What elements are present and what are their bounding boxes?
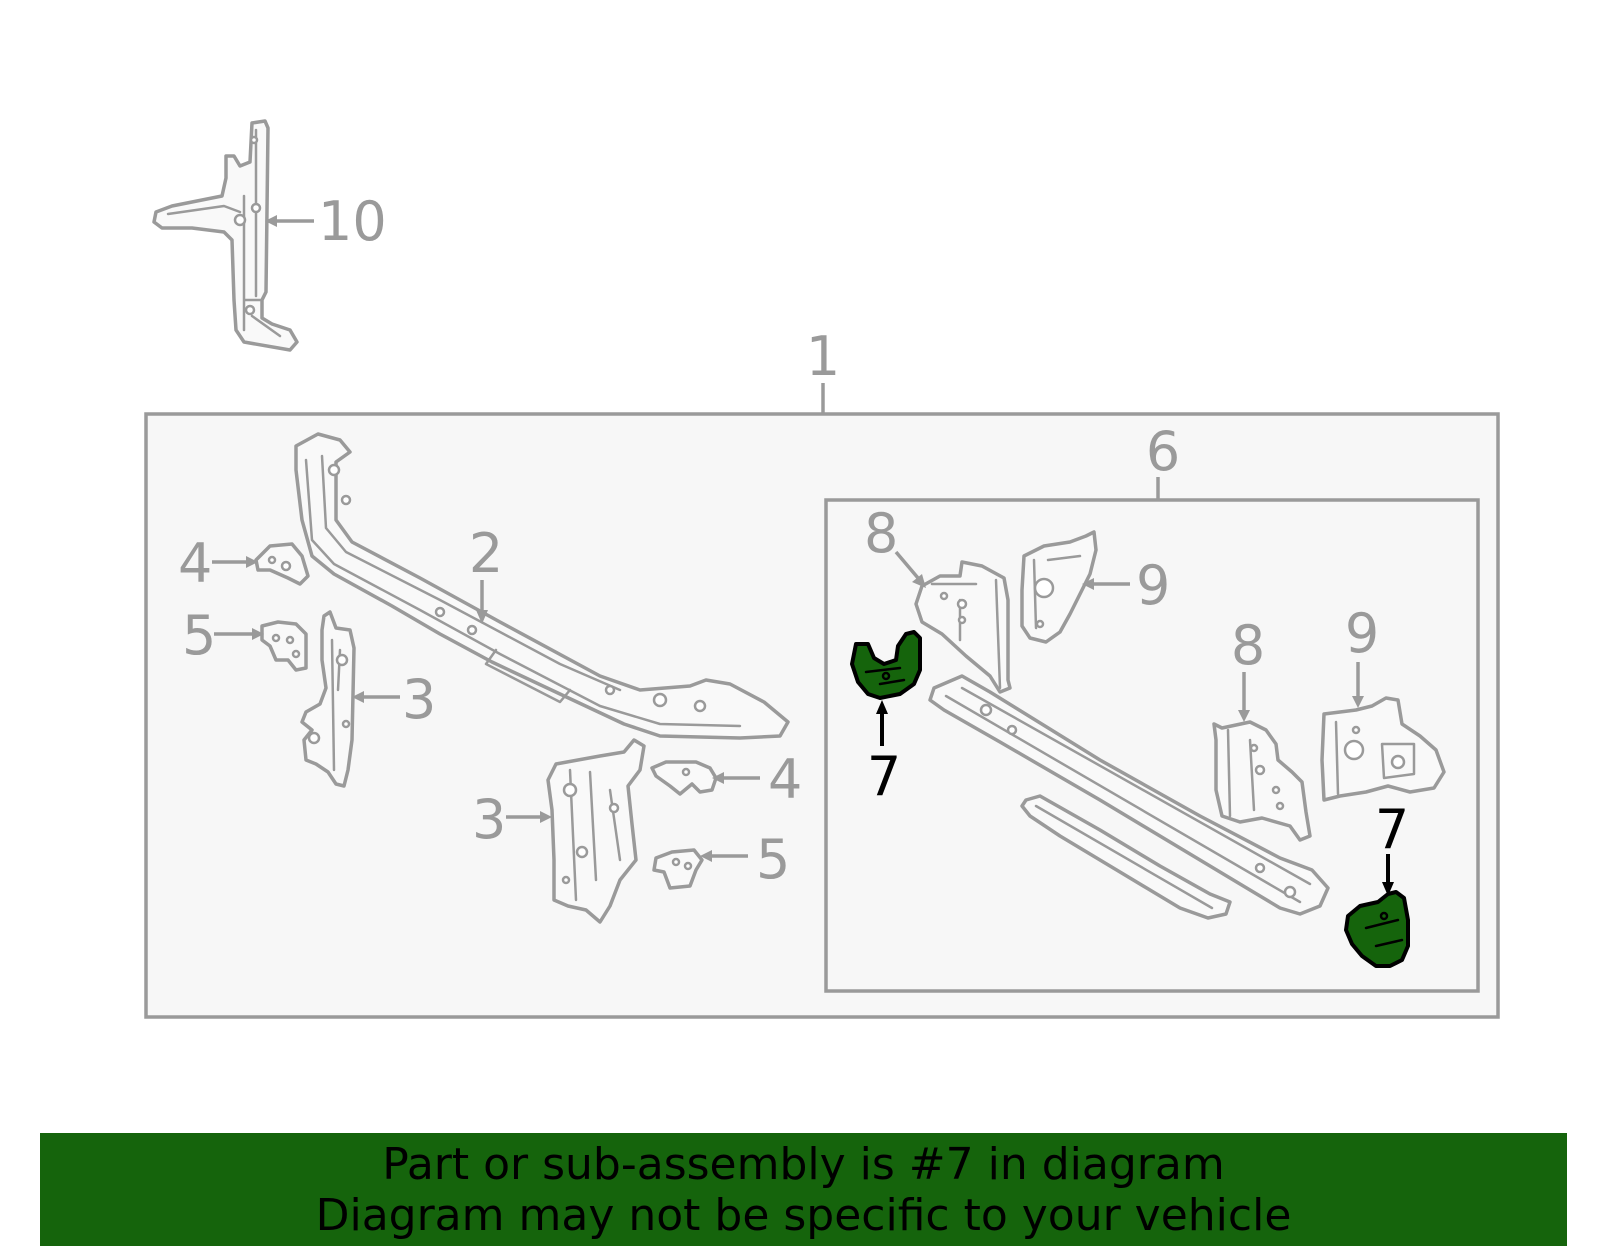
part-8a-bracket <box>914 560 1012 694</box>
info-banner: Part or sub-assembly is #7 in diagram Di… <box>40 1133 1567 1246</box>
callout-3a: 3 <box>402 668 436 731</box>
callout-5b: 5 <box>756 828 790 891</box>
part-2-upper-support <box>294 432 790 740</box>
callout-4b: 4 <box>768 748 802 811</box>
banner-line-disclaimer: Diagram may not be specific to your vehi… <box>315 1189 1292 1241</box>
arrow-9b <box>1352 696 1364 708</box>
callout-9b: 9 <box>1345 602 1379 665</box>
callout-5a: 5 <box>182 604 216 667</box>
part-9a-bracket <box>1020 530 1098 644</box>
arrow-10 <box>265 215 277 227</box>
part-7b-highlighted-bracket <box>1344 890 1410 968</box>
arrow-7b <box>1382 882 1394 896</box>
callout-6: 6 <box>1146 420 1180 483</box>
arrow-3b <box>540 811 552 823</box>
callout-7a: 7 <box>867 745 901 808</box>
arrow-8a <box>912 574 926 588</box>
arrow-9a <box>1082 578 1094 590</box>
arrow-4b <box>712 772 724 784</box>
callout-10: 10 <box>318 190 387 253</box>
callout-8a: 8 <box>864 502 898 565</box>
lower-support-beam <box>928 674 1330 916</box>
callout-9a: 9 <box>1136 554 1170 617</box>
part-4a-bracket <box>254 542 310 586</box>
arrow-8b <box>1238 710 1250 722</box>
callout-8b: 8 <box>1231 614 1265 677</box>
callout-3b: 3 <box>472 788 506 851</box>
part-5a-bracket <box>260 620 308 672</box>
part-7a-highlighted-bracket <box>850 630 922 700</box>
banner-line-part-number: Part or sub-assembly is #7 in diagram <box>382 1138 1225 1190</box>
part-3a-side-support <box>300 610 356 788</box>
arrow-5b <box>700 850 712 862</box>
lower-stiffener-strip <box>1020 794 1232 920</box>
arrow-5a <box>252 628 264 640</box>
part-8b-bracket <box>1212 720 1312 842</box>
part-10-bracket <box>152 119 299 352</box>
callout-1: 1 <box>806 325 840 388</box>
part-3b-side-support <box>546 738 646 924</box>
callout-2: 2 <box>469 522 503 585</box>
info-banner-background <box>40 1133 1567 1246</box>
arrow-7a <box>876 700 888 714</box>
part-4b-bracket <box>650 760 718 796</box>
callout-7b: 7 <box>1375 798 1409 861</box>
arrow-3a <box>352 691 364 703</box>
part-5b-bracket <box>652 848 704 890</box>
part-9b-bracket <box>1320 696 1446 802</box>
leader-8a <box>894 550 920 580</box>
callout-4a: 4 <box>178 532 212 595</box>
arrow-4a <box>246 556 258 568</box>
arrow-2 <box>476 610 488 624</box>
